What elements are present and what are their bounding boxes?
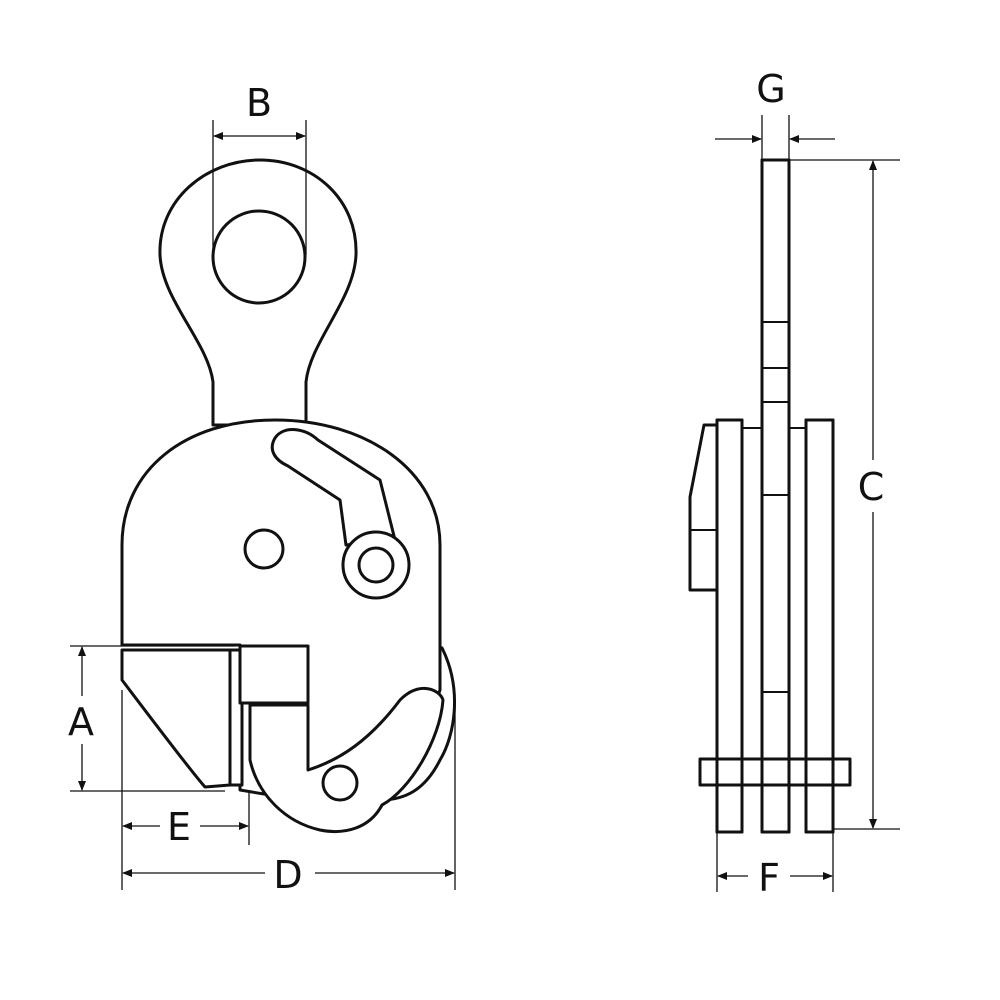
dimension-label-a: A — [68, 700, 94, 744]
dimension-label-b: B — [246, 81, 272, 125]
dimension-c: C — [790, 159, 900, 830]
body-pin — [243, 528, 285, 570]
side-cover — [688, 423, 720, 592]
dimension-label-e: E — [167, 805, 191, 849]
dimensions: B A E D — [62, 67, 900, 900]
front-view — [120, 158, 456, 834]
dimension-e: E — [121, 690, 250, 890]
cam-pin — [321, 764, 359, 802]
jaw-pad — [120, 648, 232, 789]
cam-jaw — [248, 687, 445, 834]
grip-block — [238, 644, 310, 705]
side-view — [688, 158, 852, 834]
dimension-label-d: D — [273, 853, 302, 897]
dimension-b: B — [212, 81, 307, 255]
lever-pivot-pin — [357, 546, 395, 584]
shackle-plate-front — [760, 158, 791, 834]
dimension-g: G — [715, 67, 835, 160]
dimension-a: A — [62, 645, 235, 792]
dimension-label-g: G — [756, 67, 785, 111]
eye-hole — [211, 209, 307, 305]
dimension-f: F — [716, 832, 834, 900]
dimension-d: D — [122, 700, 456, 897]
side-plate-right-front — [804, 418, 835, 834]
dimension-label-f: F — [758, 856, 780, 900]
side-plate-left-front — [715, 418, 744, 834]
dimension-label-c: C — [858, 465, 885, 509]
cross-pin — [698, 757, 852, 787]
